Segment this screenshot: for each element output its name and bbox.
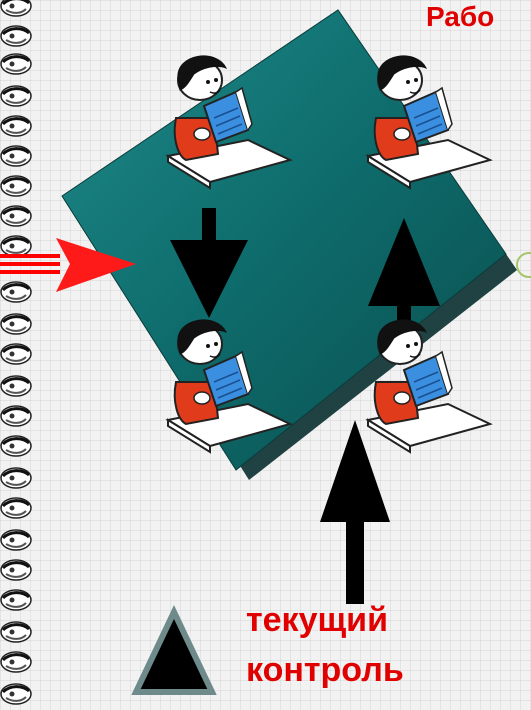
binder-ring-icon [1,54,31,74]
binder-ring-icon [1,86,31,106]
binder-ring-icon [1,176,31,196]
binder-ring-icon [1,376,31,396]
binder-ring-icon [1,282,31,302]
binder-ring-icon [1,652,31,672]
control-arrow-icon [320,420,390,604]
legend-label-line-2: контроль [246,650,404,690]
student-reading-icon [368,56,490,188]
binder-ring-icon [1,560,31,580]
binder-ring-icon [1,314,31,334]
student-reading-icon [368,320,490,452]
binder-ring-icon [1,236,31,256]
cycle-diamond [62,10,506,470]
binder-ring-icon [1,468,31,488]
binder-ring-icon [1,26,31,46]
binder-ring-icon [1,590,31,610]
binder-ring-icon [1,530,31,550]
legend-label-line-1: текущий [246,600,388,640]
legend-triangle-icon [136,612,212,692]
binder-ring-icon [1,622,31,642]
binder-ring-icon [1,684,31,704]
binder-ring-icon [1,206,31,226]
partial-circle-icon [517,253,531,277]
binder-ring-icon [1,436,31,456]
slide-title: Рабо [426,0,494,34]
binder-ring-icon [1,406,31,426]
binder-ring-icon [1,116,31,136]
binder-ring-icon [1,0,31,16]
binder-ring-icon [1,344,31,364]
binder-ring-icon [1,146,31,166]
binder-rings [1,0,31,704]
binder-ring-icon [1,498,31,518]
